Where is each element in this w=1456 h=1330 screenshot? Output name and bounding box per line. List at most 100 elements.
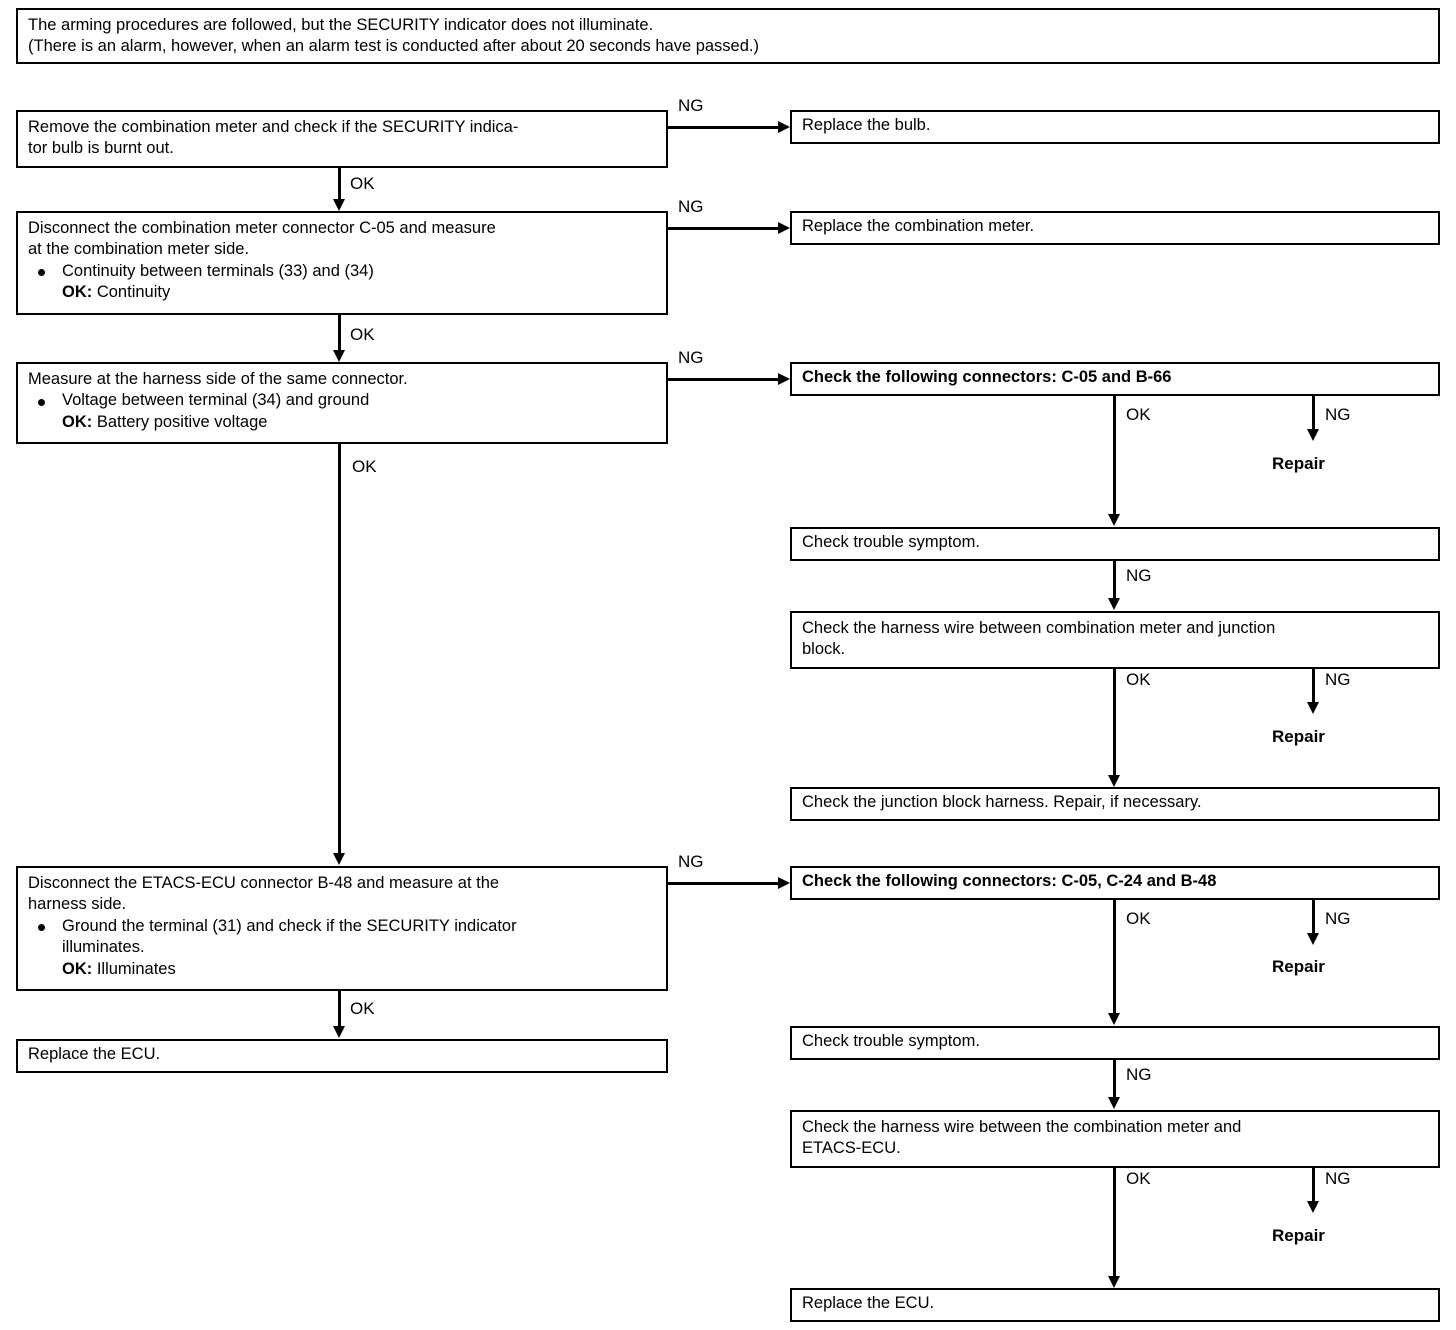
label-ng-connB: NG <box>1325 909 1351 928</box>
arrowhead-troubleB-ng <box>1108 1097 1120 1109</box>
step2-line-1: Disconnect the combination meter connect… <box>28 219 496 237</box>
connectors-b-text: Check the following connectors: C-05, C-… <box>802 872 1217 890</box>
repair-label-c: Repair <box>1272 957 1325 976</box>
connector-step2-ok <box>338 315 341 350</box>
arrowhead-troubleA-ng <box>1108 598 1120 610</box>
connector-connA-ng <box>1312 396 1315 430</box>
step3-bullet: Voltage between terminal (34) and ground <box>28 390 658 411</box>
step2-ok-value: Continuity <box>96 283 171 302</box>
label-ok-connA: OK <box>1126 405 1151 424</box>
connector-step3-ng <box>668 378 780 381</box>
arrowhead-harnessB-ng <box>1307 1201 1319 1213</box>
label-ng-step3: NG <box>678 348 704 367</box>
label-ng-connA: NG <box>1325 405 1351 424</box>
connector-troubleA-ng <box>1113 561 1116 598</box>
label-ok-step2: OK <box>350 325 375 344</box>
harness-wire-a-line-2: block. <box>802 640 846 659</box>
step4-bullet: Ground the terminal (31) and check if th… <box>28 916 658 959</box>
step3-line-1: Measure at the harness side of the same … <box>28 370 408 388</box>
repair-label-a: Repair <box>1272 454 1325 473</box>
result-replace-bulb: Replace the bulb. <box>790 110 1440 144</box>
connector-step2-ng <box>668 227 780 230</box>
arrowhead-step3-ng <box>778 373 790 385</box>
bullet-dot-icon <box>38 924 45 932</box>
step2-ok-label: OK: <box>62 283 93 302</box>
step3-ok-value: Battery positive voltage <box>96 412 268 431</box>
step4-ok-value: Illuminates <box>96 959 176 978</box>
step3-ok-criteria: OK: Battery positive voltage <box>28 412 658 433</box>
label-ng-troubleA: NG <box>1126 566 1152 585</box>
arrowhead-step4-ok <box>333 1026 345 1038</box>
connector-connA-ok <box>1113 396 1116 514</box>
result-replace-combination-meter: Replace the combination meter. <box>790 211 1440 245</box>
arrowhead-harnessB-ok <box>1108 1276 1120 1288</box>
repair-label-b: Repair <box>1272 727 1325 746</box>
connector-troubleB-ng <box>1113 1060 1116 1097</box>
step1-line-2: tor bulb is burnt out. <box>28 139 174 158</box>
step4-bullet-line-1: Ground the terminal (31) and check if th… <box>62 916 517 935</box>
step-disconnect-c05: Disconnect the combination meter connect… <box>16 211 668 315</box>
check-trouble-symptom-a: Check trouble symptom. <box>790 527 1440 561</box>
step3-bullet-text: Voltage between terminal (34) and ground <box>62 391 370 410</box>
arrowhead-step2-ng <box>778 222 790 234</box>
connector-step1-ok <box>338 168 341 200</box>
connector-harnessA-ok <box>1113 669 1116 775</box>
harness-wire-b-line-2: ETACS-ECU. <box>802 1139 901 1158</box>
label-ok-step4: OK <box>350 999 375 1018</box>
label-ng-harnessB: NG <box>1325 1169 1351 1188</box>
step1-line-1: Remove the combination meter and check i… <box>28 118 519 136</box>
connector-step4-ok <box>338 991 341 1026</box>
bullet-dot-icon <box>38 269 45 277</box>
arrowhead-step1-ok <box>333 199 345 211</box>
trouble-symptom-b-text: Check trouble symptom. <box>802 1032 980 1050</box>
label-ng-step2: NG <box>678 197 704 216</box>
check-junction-block-harness: Check the junction block harness. Repair… <box>790 787 1440 821</box>
replace-combination-meter-text: Replace the combination meter. <box>802 217 1035 235</box>
arrowhead-step4-ng <box>778 877 790 889</box>
step-measure-harness-side: Measure at the harness side of the same … <box>16 362 668 444</box>
check-harness-wire-junction-block: Check the harness wire between combinati… <box>790 611 1440 669</box>
bullet-dot-icon <box>38 399 45 407</box>
arrowhead-step2-ok <box>333 350 345 362</box>
connector-harnessB-ok <box>1113 1168 1116 1276</box>
connector-step4-ng <box>668 882 780 885</box>
arrowhead-harnessA-ng <box>1307 702 1319 714</box>
label-ok-connB: OK <box>1126 909 1151 928</box>
arrowhead-connA-ok <box>1108 514 1120 526</box>
step-disconnect-etacs-ecu: Disconnect the ETACS-ECU connector B-48 … <box>16 866 668 991</box>
arrowhead-step1-ng <box>778 121 790 133</box>
step4-line-2: harness side. <box>28 895 127 914</box>
repair-label-d: Repair <box>1272 1226 1325 1245</box>
symptom-header-box: The arming procedures are followed, but … <box>16 8 1440 64</box>
label-ng-harnessA: NG <box>1325 670 1351 689</box>
junction-block-text: Check the junction block harness. Repair… <box>802 793 1202 811</box>
check-trouble-symptom-b: Check trouble symptom. <box>790 1026 1440 1060</box>
connectors-a-text: Check the following connectors: C-05 and… <box>802 368 1172 386</box>
trouble-symptom-a-text: Check trouble symptom. <box>802 533 980 551</box>
arrowhead-harnessA-ok <box>1108 775 1120 787</box>
connector-harnessA-ng <box>1312 669 1315 703</box>
replace-bulb-text: Replace the bulb. <box>802 116 931 134</box>
connector-step1-ng <box>668 126 780 129</box>
label-ok-step3: OK <box>352 457 377 476</box>
arrowhead-connB-ng <box>1307 933 1319 945</box>
connector-step3-ok <box>338 444 341 854</box>
step-remove-combination-meter: Remove the combination meter and check i… <box>16 110 668 168</box>
label-ok-step1: OK <box>350 174 375 193</box>
label-ok-harnessB: OK <box>1126 1169 1151 1188</box>
arrowhead-connB-ok <box>1108 1013 1120 1025</box>
label-ng-troubleB: NG <box>1126 1065 1152 1084</box>
arrowhead-step3-ok <box>333 853 345 865</box>
step2-line-2: at the combination meter side. <box>28 240 250 259</box>
symptom-line-2: (There is an alarm, however, when an ala… <box>28 37 759 56</box>
arrowhead-connA-ng <box>1307 429 1319 441</box>
label-ng-step4: NG <box>678 852 704 871</box>
connector-connB-ok <box>1113 900 1116 1013</box>
step3-ok-label: OK: <box>62 412 93 431</box>
result-replace-ecu-left: Replace the ECU. <box>16 1039 668 1073</box>
step5-line-1: Replace the ECU. <box>28 1045 161 1063</box>
connector-harnessB-ng <box>1312 1168 1315 1202</box>
step2-ok-criteria: OK: Continuity <box>28 282 658 303</box>
step4-ok-criteria: OK: Illuminates <box>28 959 658 980</box>
